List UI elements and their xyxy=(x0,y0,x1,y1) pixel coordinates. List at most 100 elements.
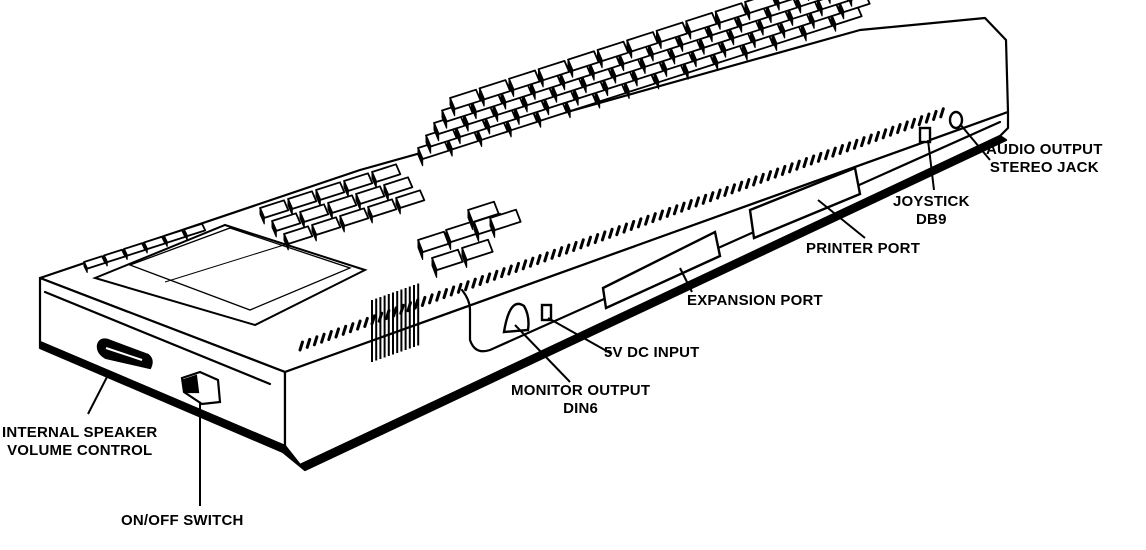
vent-slot xyxy=(816,151,823,163)
label-dc-input: 5V DC INPUT xyxy=(604,344,700,362)
keyboard-key-side xyxy=(597,49,603,69)
keyboard-key-side xyxy=(433,122,440,142)
keyboard-key-side xyxy=(602,77,609,97)
keypad-key-side xyxy=(311,224,317,242)
cursor-key-side xyxy=(445,229,452,250)
keyboard-key-side xyxy=(774,0,780,11)
keyboard-key-side xyxy=(736,14,743,33)
vent-slot xyxy=(802,157,808,169)
tape-key-side xyxy=(123,248,128,261)
vent-slot xyxy=(586,235,592,247)
keyboard-key-side xyxy=(471,100,477,120)
ventilation-slots xyxy=(298,107,945,352)
vent-slot xyxy=(593,233,600,245)
keyboard-key-side xyxy=(801,23,807,42)
vent-slot xyxy=(579,238,585,250)
vent-slot xyxy=(788,162,794,174)
printer-port-slot xyxy=(748,166,862,240)
vent-slot xyxy=(478,275,484,286)
vent-slot xyxy=(665,206,672,218)
vent-slot xyxy=(528,256,535,268)
cursor-key-side xyxy=(417,239,424,260)
cursor-key-side xyxy=(431,257,438,278)
vent-slot xyxy=(428,293,434,305)
keyboard-key-side xyxy=(492,103,499,122)
keyboard-key-side xyxy=(677,33,684,52)
tape-key-side xyxy=(143,242,148,254)
keypad-key-side xyxy=(283,233,289,251)
vent-slot xyxy=(312,335,319,347)
vent-slot xyxy=(521,259,528,271)
vent-slot xyxy=(701,193,708,205)
monitor-din6-port xyxy=(502,302,530,334)
keyboard-key-side xyxy=(479,88,485,107)
vent-slot xyxy=(356,319,362,331)
vent-slot xyxy=(363,316,369,328)
vent-slot xyxy=(881,128,888,140)
keyboard-key-side xyxy=(581,74,587,94)
front-controls xyxy=(96,338,222,406)
leader-audio xyxy=(959,123,991,161)
keyboard-key-side xyxy=(425,135,432,154)
vent-slot xyxy=(831,146,837,158)
keyboard-key-side xyxy=(610,65,617,84)
vent-slot xyxy=(780,164,787,176)
vent-slot xyxy=(910,117,916,129)
label-audio-output-line1: AUDIO OUTPUT xyxy=(986,141,1103,158)
expansion-port-slot xyxy=(601,230,722,310)
keyboard-key-side xyxy=(807,0,810,1)
label-power-switch-line1: ON/OFF SWITCH xyxy=(121,512,244,529)
main-keyboard xyxy=(417,0,871,167)
keyboard-key-side xyxy=(787,7,794,26)
keyboard-key-side xyxy=(656,30,662,49)
vent-slot xyxy=(305,337,312,349)
keyboard-key-side xyxy=(742,42,748,61)
vent-slot xyxy=(456,282,463,294)
label-printer-port-line1: PRINTER PORT xyxy=(806,240,921,257)
vent-slot xyxy=(759,172,765,184)
keyboard-key-side xyxy=(750,29,756,49)
audio-jack xyxy=(948,110,964,130)
vent-slot xyxy=(435,290,441,302)
keyboard-key-side xyxy=(712,51,719,71)
keyboard-key-side xyxy=(685,21,692,40)
leader-joystick xyxy=(927,139,935,191)
label-power-switch: ON/OFF SWITCH xyxy=(121,512,244,530)
keyboard-key-side xyxy=(795,0,802,14)
vent-slot xyxy=(708,191,715,203)
vent-slot xyxy=(320,332,326,344)
vent-slot xyxy=(917,115,924,127)
label-audio-output-line2: STEREO JACK xyxy=(989,159,1099,176)
leader-dc-input xyxy=(547,317,613,355)
cassette-deck xyxy=(91,223,368,327)
label-printer-port: PRINTER PORT xyxy=(806,240,920,258)
vent-slot xyxy=(824,149,830,161)
vent-slot xyxy=(845,141,852,153)
tape-key-side xyxy=(103,255,108,267)
keyboard-key-side xyxy=(632,68,638,87)
keyboard-key-side xyxy=(758,17,764,36)
keyboard-key-side xyxy=(449,97,456,117)
keyboard-key-side xyxy=(699,36,705,55)
tape-key-side xyxy=(163,235,168,248)
keyboard-key-side xyxy=(744,1,751,21)
keyboard-key-side xyxy=(508,78,515,97)
vent-slot xyxy=(694,196,700,208)
label-monitor-output-line2: DIN6 xyxy=(563,400,599,417)
vent-slot xyxy=(471,277,477,289)
vent-slot xyxy=(615,225,621,237)
keyboard-key-side xyxy=(691,48,697,68)
keyboard-key-side xyxy=(830,13,837,32)
leader-speaker-volume xyxy=(87,374,109,415)
keypad-key-side xyxy=(271,220,277,238)
vent-slot xyxy=(341,324,348,336)
keyboard-key-side xyxy=(707,23,713,43)
keyboard-key-side xyxy=(766,4,772,24)
keyboard-key-side xyxy=(828,0,831,4)
vent-slot xyxy=(860,136,866,148)
label-expansion-port-line1: EXPANSION PORT xyxy=(687,292,823,309)
vent-slot xyxy=(644,214,650,226)
keyboard-key-side xyxy=(779,20,786,39)
keyboard-key-side xyxy=(594,90,601,109)
